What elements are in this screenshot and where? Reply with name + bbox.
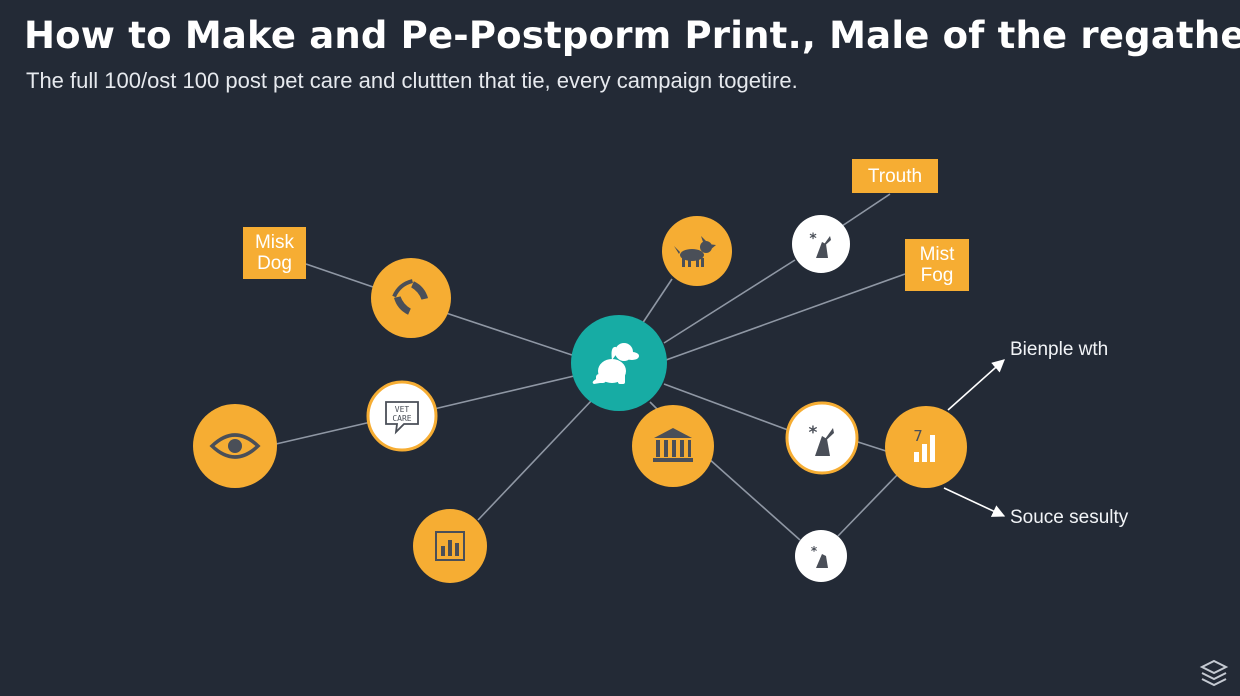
vet-care-text-1: VET xyxy=(395,405,410,414)
star-figure-icon: * xyxy=(809,231,831,258)
tag-trouth: Trouth xyxy=(852,159,938,193)
layers-logo-icon xyxy=(1199,659,1229,687)
star-node-low[interactable]: * xyxy=(795,530,847,582)
line-bank-star-low xyxy=(707,457,801,541)
line-chart-center xyxy=(477,399,593,521)
svg-text:*: * xyxy=(809,423,818,443)
page-subtitle: The full 100/ost 100 post pet care and c… xyxy=(26,68,798,93)
star-node-top[interactable]: * xyxy=(792,215,850,273)
center-dog-node[interactable] xyxy=(571,315,667,411)
star-figure-icon-mid: * xyxy=(809,423,834,456)
page-title: How to Make and Pe-Postporm Print., Male… xyxy=(24,14,1240,57)
chart-node-left[interactable] xyxy=(413,509,487,583)
star-node-mid[interactable]: * xyxy=(785,401,859,475)
eye-icon xyxy=(209,433,261,459)
line-eye-vetcare xyxy=(275,421,372,445)
bar-chart-bars xyxy=(441,540,459,556)
bar-chart-icon-right xyxy=(914,435,935,462)
vet-care-node[interactable]: VET CARE xyxy=(366,380,438,452)
line-center-star-top xyxy=(663,259,796,344)
line-miskdog-phone xyxy=(305,263,377,289)
sitting-dog-icon xyxy=(592,343,639,384)
connector-lines xyxy=(275,193,906,541)
label-souce: Souce sesulty xyxy=(1010,507,1129,528)
dog-node-top[interactable] xyxy=(662,216,732,286)
phone-icon xyxy=(392,279,429,315)
vet-care-text-2: CARE xyxy=(392,414,411,423)
chart-node-right[interactable]: 7 xyxy=(885,406,967,488)
bank-node[interactable] xyxy=(632,405,714,487)
tag-misk-dog: Misk Dog xyxy=(243,227,306,279)
svg-text:*: * xyxy=(811,544,818,558)
line-center-dog xyxy=(641,278,673,325)
bar-chart-icon xyxy=(435,531,465,561)
bank-icon xyxy=(653,428,693,462)
line-star-mid-chart xyxy=(857,441,887,452)
dog-icon xyxy=(674,236,716,267)
arrow-down xyxy=(943,487,1006,517)
eye-node[interactable] xyxy=(193,404,277,488)
label-bienple: Bienple wth xyxy=(1010,339,1109,360)
line-center-mistfog xyxy=(665,273,906,361)
phone-node[interactable] xyxy=(371,258,451,338)
star-figure-icon-low: * xyxy=(811,544,828,568)
speech-bubble-icon xyxy=(385,401,419,435)
line-phone-center xyxy=(445,312,576,357)
arrow-up xyxy=(947,359,1005,411)
chart-number: 7 xyxy=(913,427,923,445)
line-star-low-chart xyxy=(837,471,901,537)
line-vetcare-center xyxy=(433,375,575,410)
svg-text:*: * xyxy=(809,231,817,247)
line-star-top-trouth xyxy=(841,193,891,227)
tag-mist-fog: Mist Fog xyxy=(905,239,969,291)
line-center-star-mid xyxy=(663,383,789,431)
